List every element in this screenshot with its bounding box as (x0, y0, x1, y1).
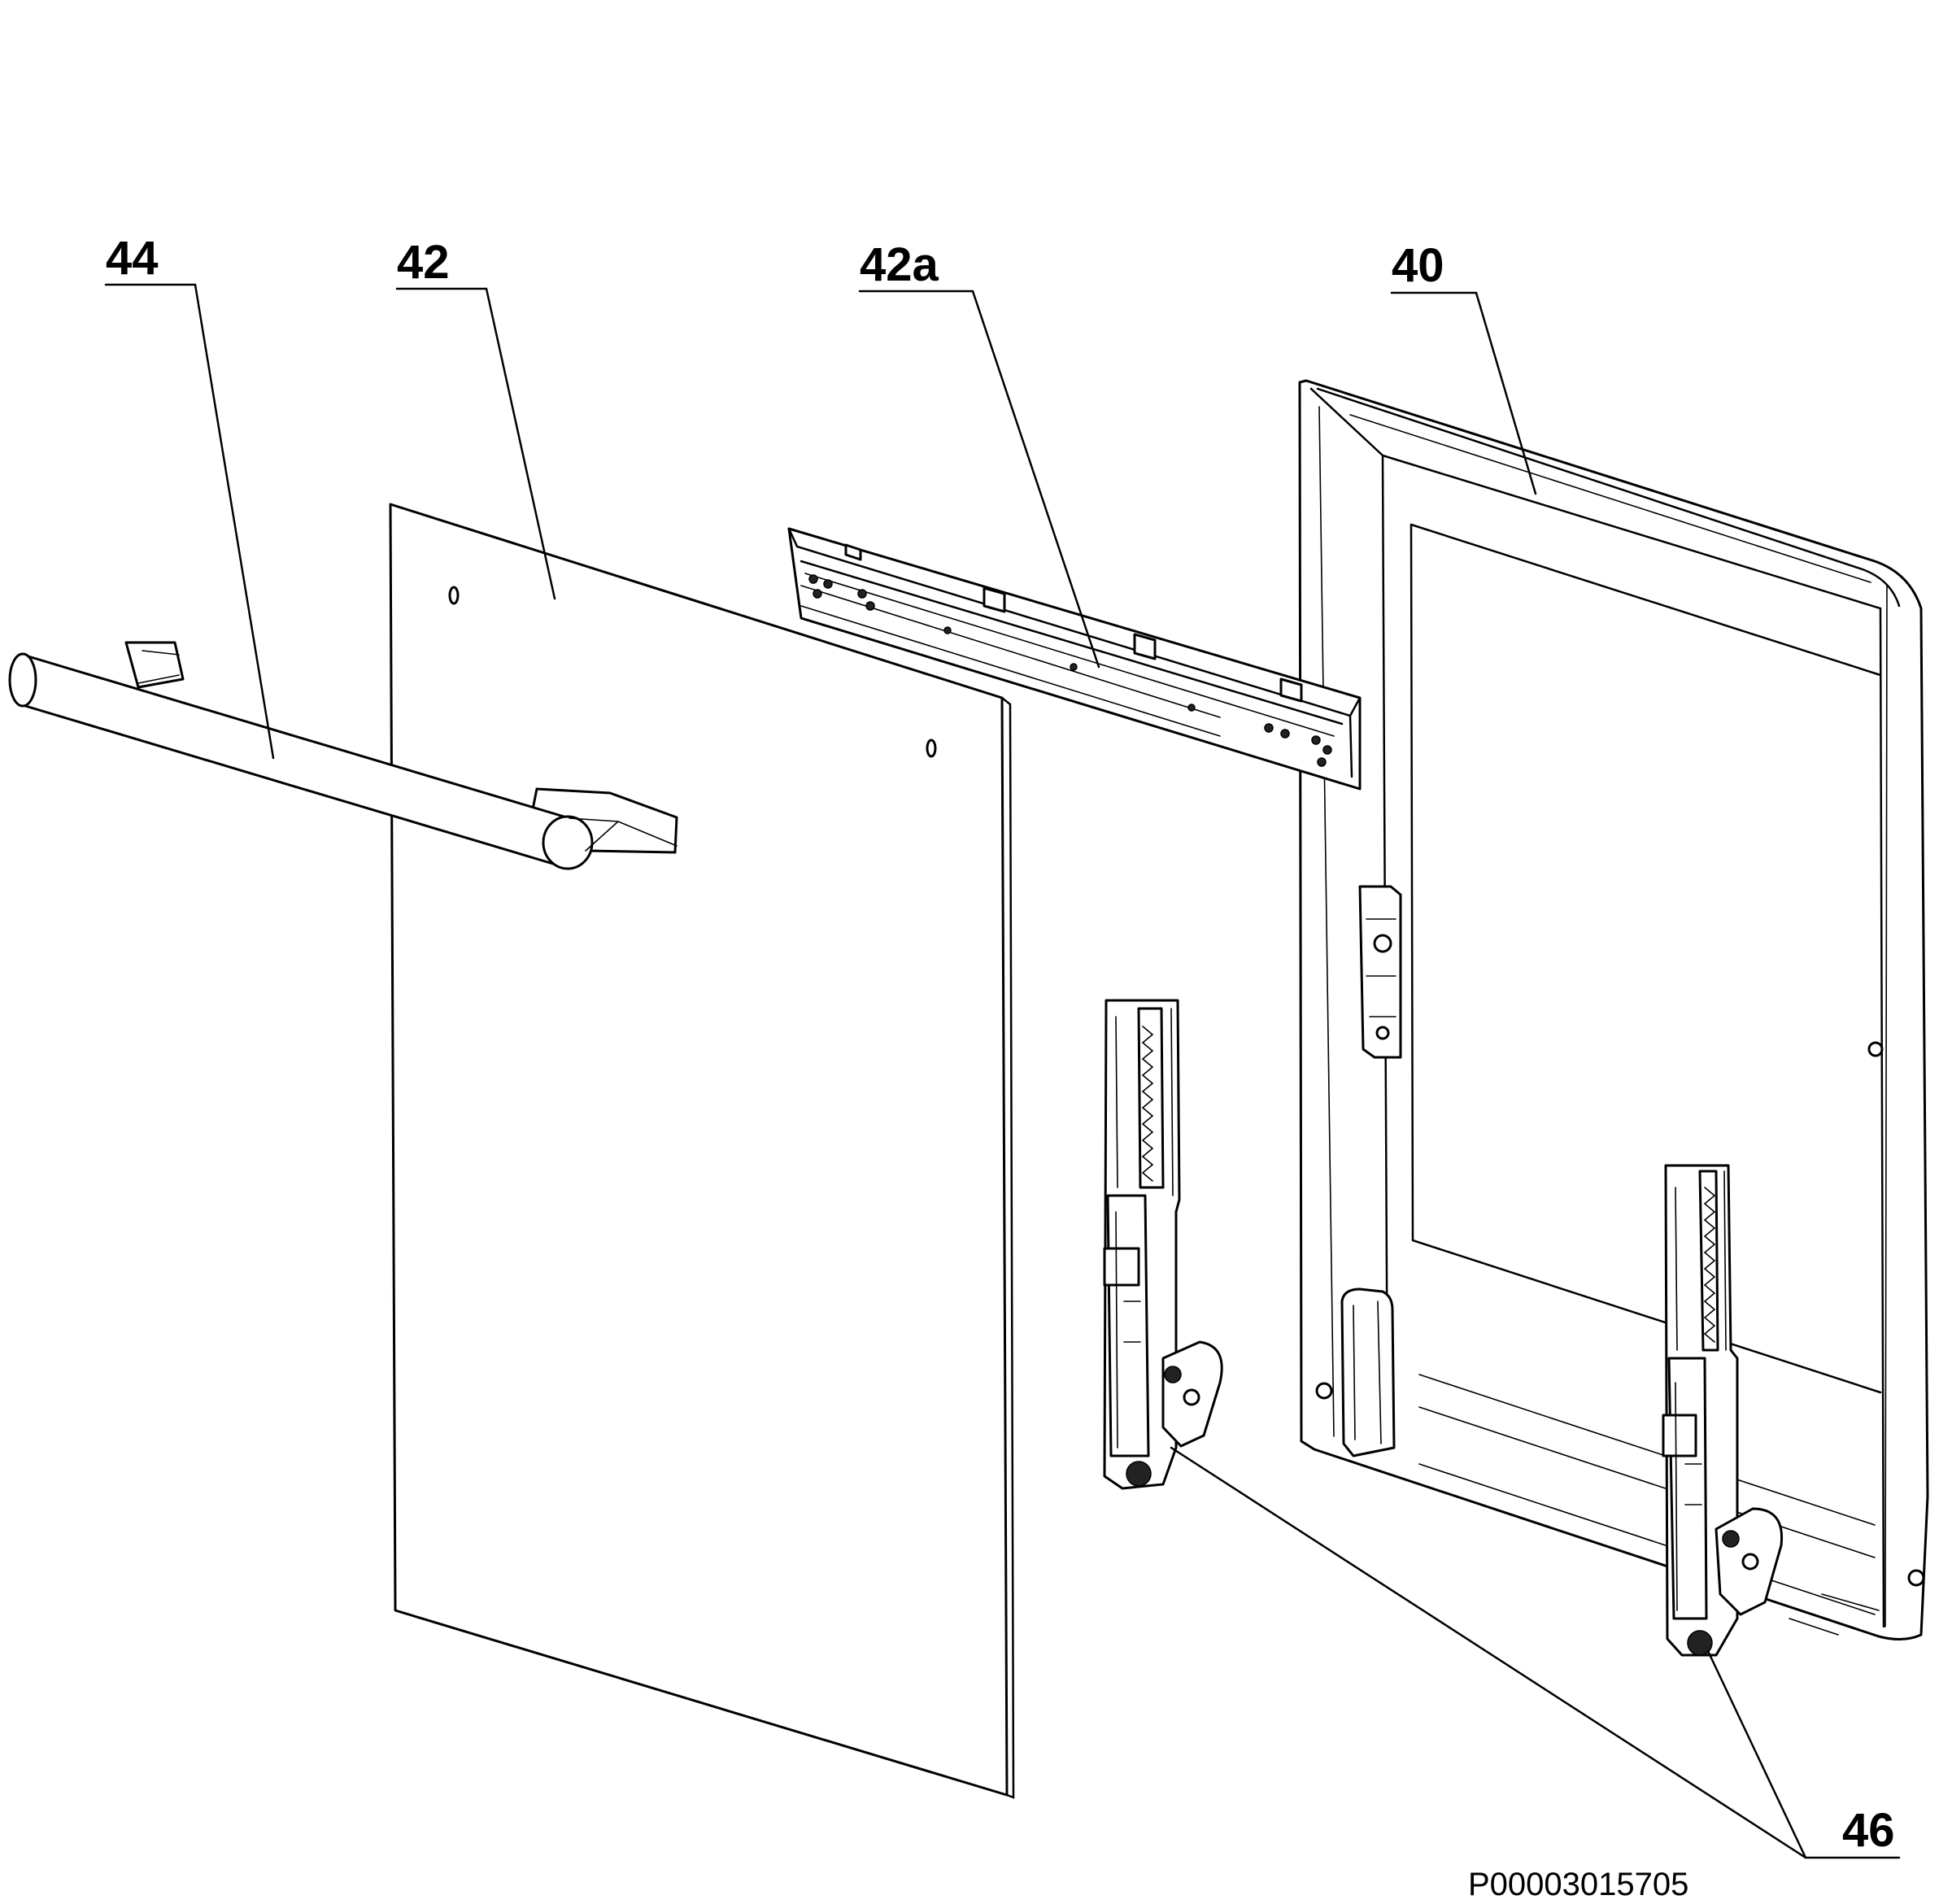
callout-42-label: 42 (397, 236, 450, 289)
glass-strip-part (787, 527, 1362, 791)
leader-lines (104, 283, 1901, 1859)
document-id: P00003015705 (1468, 1867, 1688, 1902)
outer-glass-part (389, 503, 1015, 1799)
callout-40-label: 40 (1392, 239, 1444, 292)
callout-46-label: 46 (1842, 1804, 1895, 1857)
hinge-left-part (1103, 999, 1223, 1490)
callout-42a-label: 42a (860, 238, 939, 291)
door-frame-part (1298, 379, 1929, 1640)
handle-part (8, 641, 678, 870)
hinge-right-part (1662, 1164, 1784, 1657)
callout-44-label: 44 (106, 232, 159, 285)
